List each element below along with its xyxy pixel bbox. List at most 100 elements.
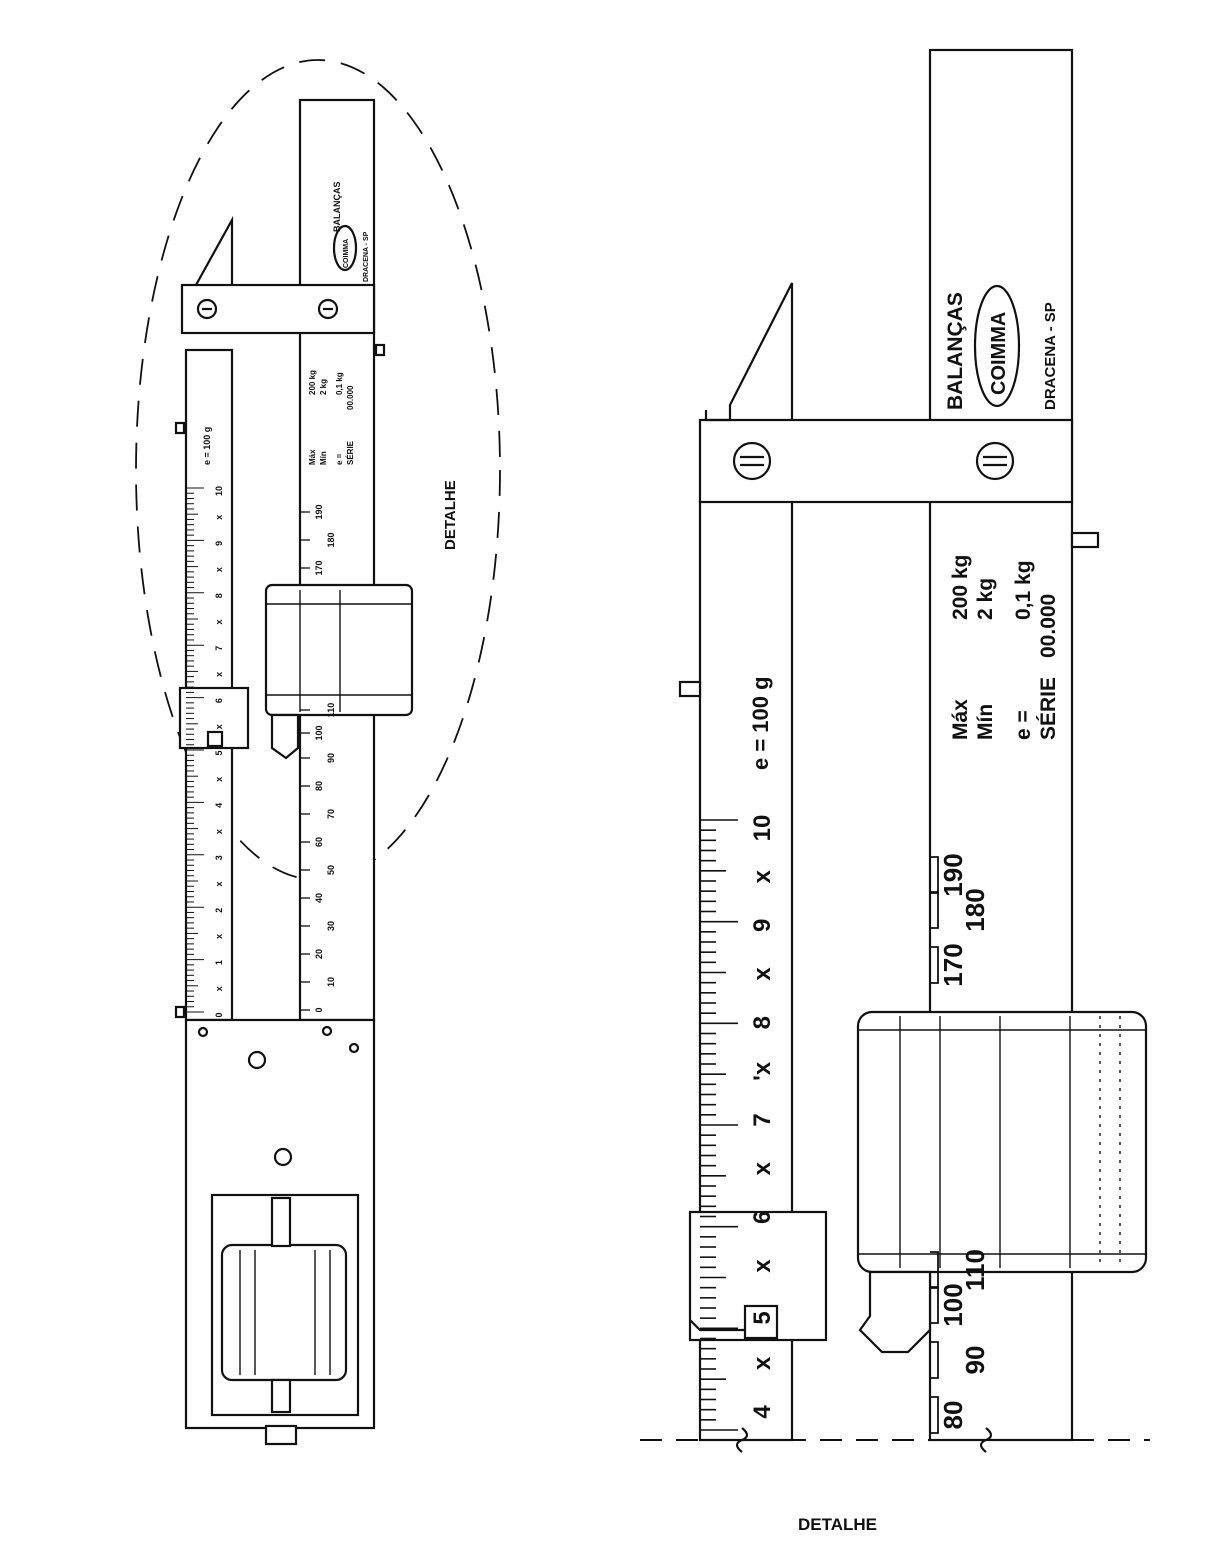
scale-label: x: [749, 967, 776, 981]
small-view: BALANÇAS COIMMA DRACENA - SP Máx Mín e =…: [135, 59, 501, 1446]
clamp-bar: [180, 283, 376, 335]
scale-label: 80: [314, 781, 324, 791]
scale-label: 60: [314, 837, 324, 847]
detail-spec-value: 0,1 kg: [1012, 560, 1035, 620]
scale-label: 50: [326, 865, 336, 875]
detail-spec-value: 2 kg: [974, 578, 997, 620]
detail-brand-line1: BALANÇAS: [944, 292, 967, 410]
scale-label: 5: [214, 750, 224, 755]
lower-beam: [298, 98, 376, 1022]
sliding-weight: [264, 583, 414, 717]
scale-tick: [930, 856, 939, 894]
scale-tick: [930, 891, 939, 929]
scale-label: 7: [749, 1113, 776, 1126]
spec-value: 2 kg: [319, 379, 328, 395]
scale-label: 100: [314, 725, 324, 740]
scale-label: 30: [326, 921, 336, 931]
detail-sliding-weight: [856, 1010, 1148, 1274]
scale-label: x: [749, 1356, 776, 1370]
detail-pointer-tip: [704, 282, 794, 422]
scale-label: 8: [749, 1016, 776, 1029]
scale-label: 170: [938, 943, 968, 986]
scale-tick: [930, 1286, 939, 1324]
scale-label: 0: [314, 1007, 324, 1012]
detail-spec-label: Mín: [974, 704, 997, 740]
pointer-tip: [195, 215, 234, 286]
spec-label: Máx: [308, 449, 317, 465]
scale-label: x: [749, 1259, 776, 1273]
brand-logo: COIMMA: [343, 239, 350, 268]
detail-brand-logo-oval: [973, 284, 1021, 408]
scale-label: 80: [938, 1401, 968, 1430]
brand-line3: DRACENA - SP: [363, 231, 370, 282]
scale-label: x: [214, 515, 224, 520]
scale-tick: [930, 1341, 939, 1379]
scale-label: 10: [326, 977, 336, 987]
e-note: e = 100 g: [202, 427, 212, 465]
scale-label: x: [214, 777, 224, 782]
scale-label: x: [214, 986, 224, 991]
spec-label: SÉRIE: [346, 440, 355, 465]
scale-label: 110: [326, 703, 336, 718]
scale-label: 110: [960, 1249, 990, 1291]
detail-spec-label: Máx: [949, 699, 972, 740]
scale-label: 3: [214, 855, 224, 860]
scale-tick: [930, 1251, 939, 1289]
scale-label: 10: [214, 486, 224, 496]
scale-label: 8: [214, 593, 224, 598]
scale-label: 10: [749, 815, 776, 842]
adjust-knob: [264, 1424, 298, 1446]
scale-label: 90: [960, 1346, 990, 1375]
screw-icon: [975, 441, 1015, 481]
scale-tick: [930, 946, 939, 984]
detail-spec-label: e =: [1012, 710, 1035, 740]
scale-label: 7: [214, 646, 224, 651]
detail-clamp-bar: [698, 418, 1074, 504]
scale-label: 180: [960, 888, 990, 931]
scale-label: 100: [938, 1283, 968, 1326]
scale-label: 2: [214, 908, 224, 913]
screw-icon: [732, 441, 772, 481]
spec-label: e =: [335, 453, 344, 465]
scale-label: x: [214, 934, 224, 939]
detail-spec-label: SÉRIE: [1037, 677, 1060, 740]
spec-value: 00.000: [346, 385, 355, 410]
scale-label: 6: [749, 1211, 776, 1224]
detail-spec-value: 200 kg: [949, 555, 972, 620]
scale-label: x: [749, 869, 776, 883]
scale-tick: [930, 1396, 939, 1434]
spec-value: 200 kg: [308, 370, 317, 395]
scale-label: 190: [938, 853, 968, 896]
detail-e-note: e = 100 g: [748, 676, 773, 770]
scale-label: x: [214, 619, 224, 624]
scale-label: x: [214, 829, 224, 834]
scale-label: x: [214, 672, 224, 677]
scale-label: x: [749, 1161, 776, 1175]
scale-label: x: [214, 881, 224, 886]
scale-label: 4: [749, 1405, 776, 1419]
scale-label: 0: [214, 1012, 224, 1017]
scale-label: 20: [314, 949, 324, 959]
spec-value: 0,1 kg: [335, 372, 344, 395]
detail-label: DETALHE: [442, 480, 459, 550]
screw-icon: [317, 298, 339, 320]
scale-label: 4: [214, 803, 224, 808]
scale-label: 1: [214, 960, 224, 965]
brand-line1: BALANÇAS: [332, 182, 342, 233]
scale-label: 90: [326, 753, 336, 763]
detail-spec-value: 00.000: [1037, 594, 1060, 658]
scale-label: 9: [214, 541, 224, 546]
scale-label: 9: [749, 919, 776, 932]
detail-brand-logo: COIMMA: [988, 312, 1010, 395]
spec-label: Mín: [319, 451, 328, 465]
scale-label: 40: [314, 893, 324, 903]
brand-logo-oval: [332, 224, 358, 272]
scale-label: 70: [326, 809, 336, 819]
scale-label: 180: [326, 532, 336, 547]
detail-view: BALANÇAS COIMMA DRACENA - SP Máx Mín e =…: [640, 48, 1150, 1534]
